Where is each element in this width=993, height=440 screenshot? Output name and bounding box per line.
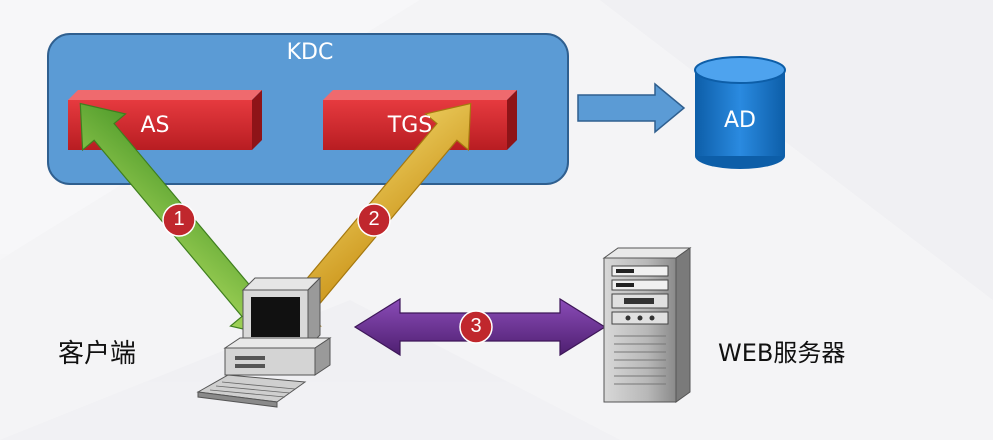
ad-database-icon — [694, 56, 786, 169]
step-3-number: 3 — [470, 315, 482, 337]
step-2-badge — [357, 203, 391, 237]
tgs-box — [323, 90, 517, 150]
as-label: AS — [140, 113, 170, 138]
step-3-badge — [459, 310, 493, 344]
ad-label: AD — [724, 108, 756, 133]
kdc-label: KDC — [286, 40, 334, 65]
step-2-number: 2 — [368, 208, 380, 230]
tgs-label: TGS — [387, 113, 433, 138]
client-computer-icon — [196, 276, 332, 408]
step-1-badge — [162, 203, 196, 237]
step-1-number: 1 — [173, 208, 185, 230]
web-server-icon — [602, 247, 692, 403]
kdc-to-ad-arrow — [577, 82, 686, 134]
web-server-label: WEB服务器 — [718, 339, 846, 367]
client-label: 客户端 — [58, 339, 137, 369]
